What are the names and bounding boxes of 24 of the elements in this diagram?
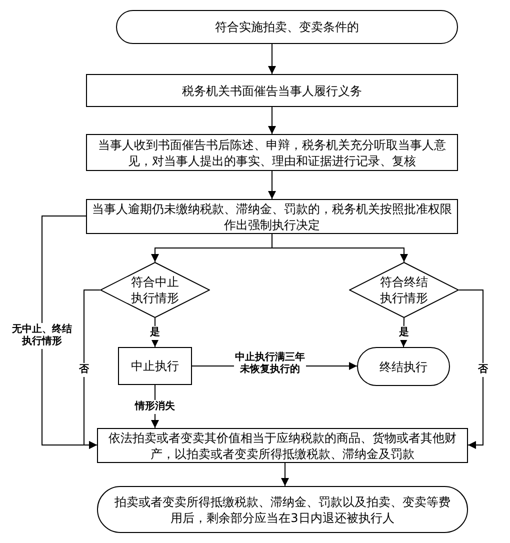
arrow <box>84 290 100 449</box>
edge-label: 是 <box>150 326 160 340</box>
process-box: 中止执行 <box>118 347 192 385</box>
arrow <box>458 290 484 449</box>
end-terminal: 终结执行 <box>357 347 450 386</box>
arrow <box>272 234 408 262</box>
edge-label: 情形消失 <box>135 400 175 414</box>
end-terminal: 拍卖或者变卖所得抵缴税款、滞纳金、罚款以及拍卖、变卖等费用后，剩余部分应当在3日内退还被执行人 <box>97 486 468 533</box>
arrow <box>281 462 289 486</box>
edge-label: 中止执行满三年未恢复执行的 <box>234 351 306 377</box>
process-box: 当事人收到书面催告书后陈述、申辩，税务机关充分听取当事人意见，对当事人提出的事实、理由和证据进行记录、复核 <box>86 134 458 171</box>
decision-diamond: 符合终结执行情形 <box>349 262 459 318</box>
arrow <box>268 106 276 134</box>
arrow <box>268 170 276 200</box>
start-terminal: 符合实施拍卖、变卖条件的 <box>116 10 458 44</box>
decision-diamond: 符合中止执行情形 <box>100 262 210 318</box>
edge-label: 无中止、终结执行情形 <box>11 323 73 349</box>
edge-label: 是 <box>399 326 409 340</box>
process-box: 税务机关书面催告当事人履行义务 <box>86 74 458 107</box>
edge-label: 否 <box>79 363 89 377</box>
process-box: 依法拍卖或者变卖其价值相当于应纳税款的商品、货物或者其他财产，以拍卖或者变卖所得抵缴税款、滞纳金及罚款 <box>97 428 468 463</box>
edge-label: 否 <box>478 363 488 377</box>
process-box: 当事人逾期仍未缴纳税款、滞纳金、罚款的，税务机关按照批准权限作出强制执行决定 <box>86 199 458 234</box>
arrow <box>268 44 276 74</box>
